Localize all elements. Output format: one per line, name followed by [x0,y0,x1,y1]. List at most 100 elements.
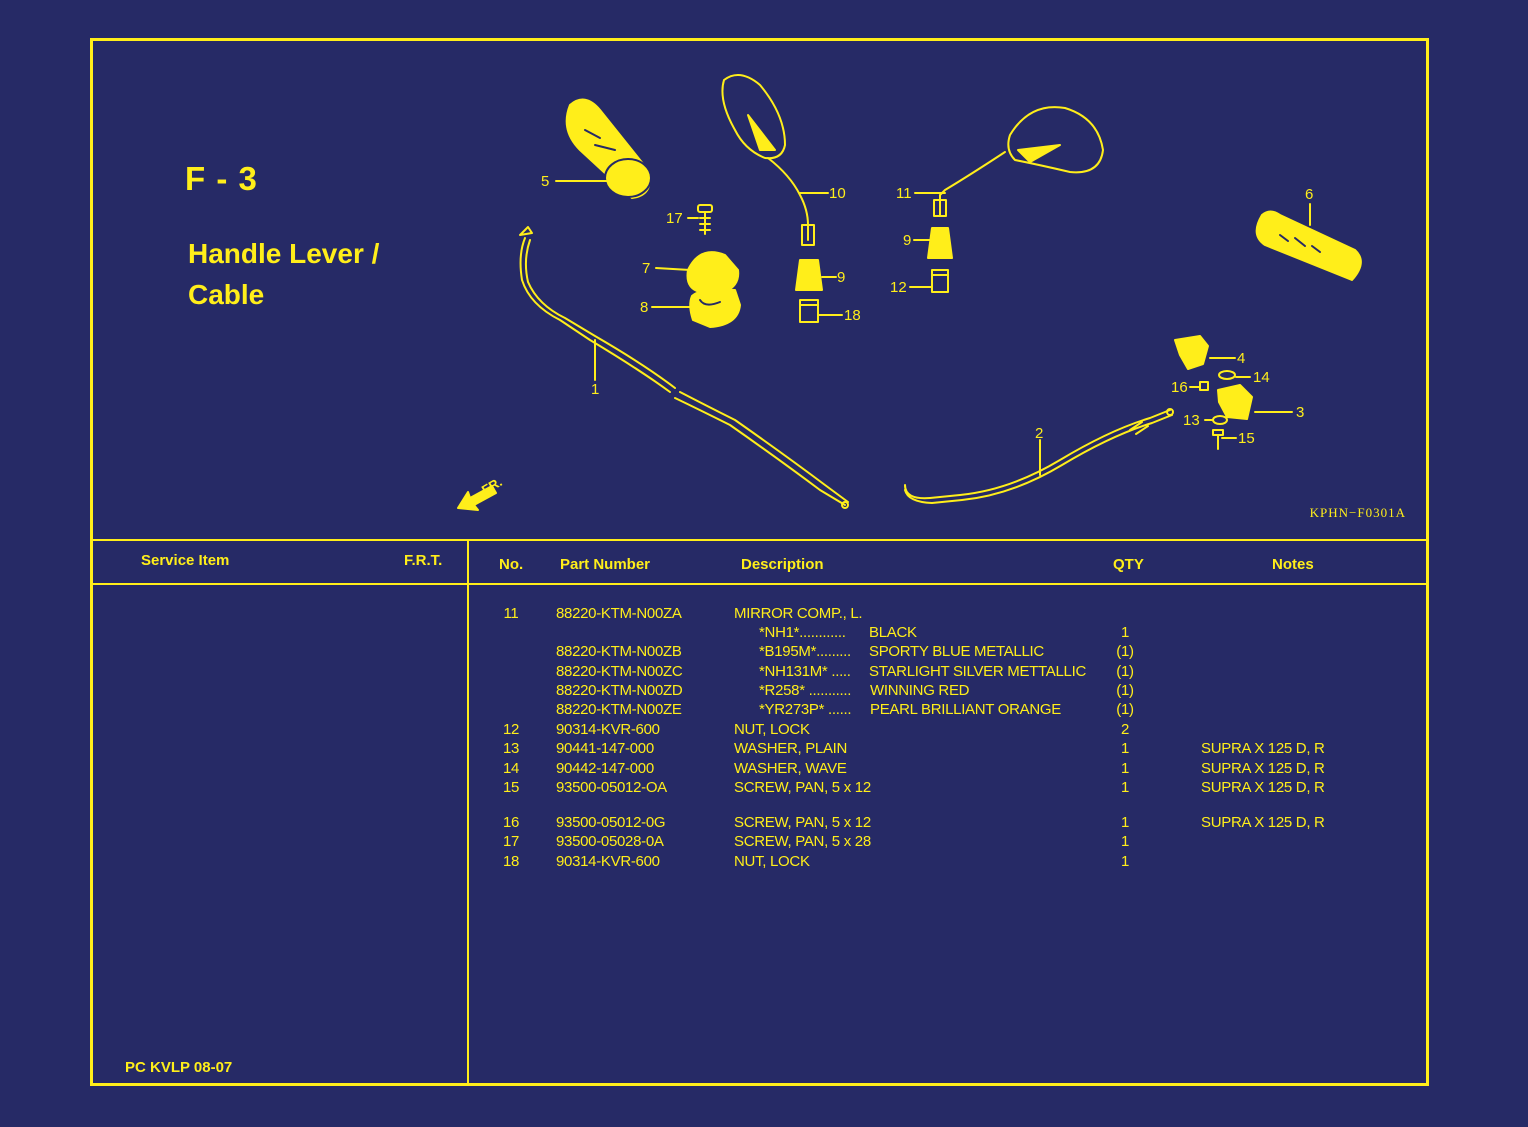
callout: 13 [1183,412,1200,429]
part-number: 88220-KTM-N00ZC [556,663,683,680]
callout: 15 [1238,430,1255,447]
color-name: WINNING RED [870,682,970,699]
callout: 18 [844,307,861,324]
part-no: 12 [502,721,520,738]
part-number: 93500-05028-0A [556,833,664,850]
part-notes: SUPRA X 125 D, R [1201,779,1325,796]
color-name: BLACK [869,624,917,641]
part-description: MIRROR COMP., L. [734,605,863,622]
divider-vertical [467,539,469,1086]
color-name: SPORTY BLUE METALLIC [869,643,1044,660]
part-description: SCREW, PAN, 5 x 28 [734,833,871,850]
part-no: 11 [503,605,519,622]
callout-labels: 5 17 7 8 10 9 18 11 9 12 6 1 2 4 14 16 3… [479,173,1313,498]
callout: 4 [1237,350,1245,367]
part-qty: 1 [1120,760,1130,777]
part-number: 90314-KVR-600 [556,853,660,870]
color-code: *R258* ........... [759,682,852,699]
part-number: 93500-05012-0G [556,814,666,831]
part-number: 90441-147-000 [556,740,654,757]
color-name: STARLIGHT SILVER METTALLIC [869,663,1086,680]
table-row: 15 93500-05012-OA SCREW, PAN, 5 x 12 1 S… [496,778,1396,797]
no-header: No. [499,556,524,573]
part-number-header: Part Number [560,556,651,573]
part-number: 93500-05012-OA [556,779,667,796]
callout: 9 [903,232,911,249]
holder-7-8 [686,251,741,328]
part-number: 88220-KTM-N00ZD [556,682,683,699]
cable-2 [904,408,1174,504]
color-code: *NH1*............ [759,624,846,641]
fr-arrow [457,485,497,511]
section-id: F - 3 [185,160,258,197]
part-description: NUT, LOCK [734,721,810,738]
mirror-left [721,74,815,246]
part-description: WASHER, PLAIN [734,740,848,757]
part-notes: SUPRA X 125 D, R [1201,740,1325,757]
table-row: 88220-KTM-N00ZC *NH131M* ..... STARLIGHT… [496,662,1396,681]
notes-header: Notes [1272,556,1314,573]
table-row: 17 93500-05028-0A SCREW, PAN, 5 x 28 1 [496,832,1396,851]
table-row: *NH1*............ BLACK 1 [496,623,1396,642]
callout: 12 [890,279,907,296]
table-row: 16 93500-05012-0G SCREW, PAN, 5 x 12 1 S… [496,813,1396,832]
part-no: 15 [502,779,520,796]
divider-header [90,583,1429,585]
part-no: 18 [502,853,520,870]
page-frame [90,38,1429,1086]
table-row: 88220-KTM-N00ZD *R258* ........... WINNI… [496,681,1396,700]
part-number: 88220-KTM-N00ZE [556,701,682,718]
callout: 11 [896,185,912,202]
callout: 2 [1035,425,1043,442]
divider-top [90,539,1429,541]
part-qty: 1 [1120,853,1130,870]
part-number: 88220-KTM-N00ZB [556,643,682,660]
callout: 3 [1296,404,1304,421]
callout: 16 [1171,379,1188,396]
table-row: 14 90442-147-000 WASHER, WAVE 1 SUPRA X … [496,759,1396,778]
part-no: 13 [502,740,520,757]
part-description: SCREW, PAN, 5 x 12 [734,814,871,831]
part-qty: 2 [1120,721,1130,738]
part-notes: SUPRA X 125 D, R [1201,814,1325,831]
catalog-footer: PC KVLP 08-07 [125,1059,233,1076]
part-qty: (1) [1116,701,1134,718]
callout: 8 [640,299,648,316]
part-number: 88220-KTM-N00ZA [556,605,682,622]
callout: 7 [642,260,650,277]
color-code: *B195M*......... [759,643,851,660]
grip-right [1255,210,1362,281]
table-row: 13 90441-147-000 WASHER, PLAIN 1 SUPRA X… [496,739,1396,758]
screw-17 [697,204,713,235]
callout: 1 [591,381,599,398]
mirror-right [933,106,1104,217]
callout: 9 [837,269,845,286]
part-number: 90442-147-000 [556,760,654,777]
part-description: SCREW, PAN, 5 x 12 [734,779,871,796]
section-title: Handle Lever / Cable [188,238,380,310]
table-row: 11 88220-KTM-N00ZA MIRROR COMP., L. [496,604,1396,623]
frt-header: F.R.T. [404,552,443,569]
diagram-code: KPHN−F0301A [1309,505,1406,520]
table-row: 88220-KTM-N00ZB *B195M*......... SPORTY … [496,642,1396,661]
part-number: 90314-KVR-600 [556,721,660,738]
cable-1 [519,226,849,509]
callout: 14 [1253,369,1270,386]
callout: 17 [666,210,683,227]
part-qty: 1 [1120,814,1130,831]
part-qty: (1) [1116,682,1134,699]
color-code: *NH131M* ..... [759,663,851,680]
callout: 10 [829,185,846,202]
grip-left [565,98,652,199]
part-no: 14 [502,760,520,777]
part-description: WASHER, WAVE [734,760,847,777]
part-no: 17 [502,833,520,850]
part-notes: SUPRA X 125 D, R [1201,760,1325,777]
part-qty: 1 [1120,779,1130,796]
part-description: NUT, LOCK [734,853,810,870]
color-code: *YR273P* ...... [759,701,852,718]
callout: 6 [1305,186,1313,203]
part-qty: 1 [1120,833,1130,850]
description-header: Description [741,556,824,573]
